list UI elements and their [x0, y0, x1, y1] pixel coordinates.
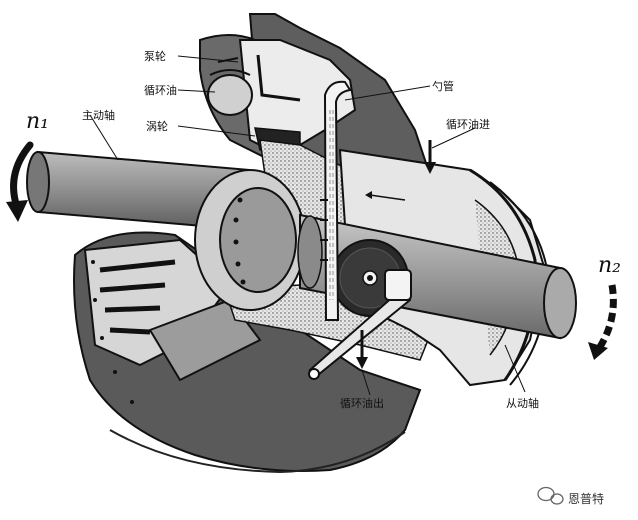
label-pump-wheel: 泵轮 [144, 49, 166, 63]
scoop-tube [320, 80, 352, 321]
label-oil-out: 循环油出 [340, 396, 384, 410]
label-driven-shaft: 从动轴 [506, 396, 539, 410]
oil-flow-arrows [356, 140, 436, 369]
watermark-text: 恩普特 [568, 491, 604, 506]
rim-bolts [91, 260, 134, 404]
watermark: 恩普特 [537, 486, 604, 506]
label-scoop-tube: 勺管 [432, 79, 454, 93]
control-lever [308, 269, 412, 380]
chat-bubble-icon [537, 486, 564, 505]
leader-lines [89, 55, 526, 396]
label-turbine: 涡轮 [146, 119, 168, 133]
pump-blades [83, 238, 262, 382]
rotation-arrow-n1 [6, 141, 34, 222]
label-oil-in: 循环油进 [446, 117, 490, 131]
label-circulating-oil: 循环油 [144, 83, 177, 97]
rotation-arrow-n2 [588, 284, 617, 360]
label-n1: n₁ [26, 109, 49, 134]
label-n2: n₂ [598, 253, 621, 278]
central-hub [194, 169, 306, 311]
label-drive-shaft: 主动轴 [82, 108, 115, 122]
